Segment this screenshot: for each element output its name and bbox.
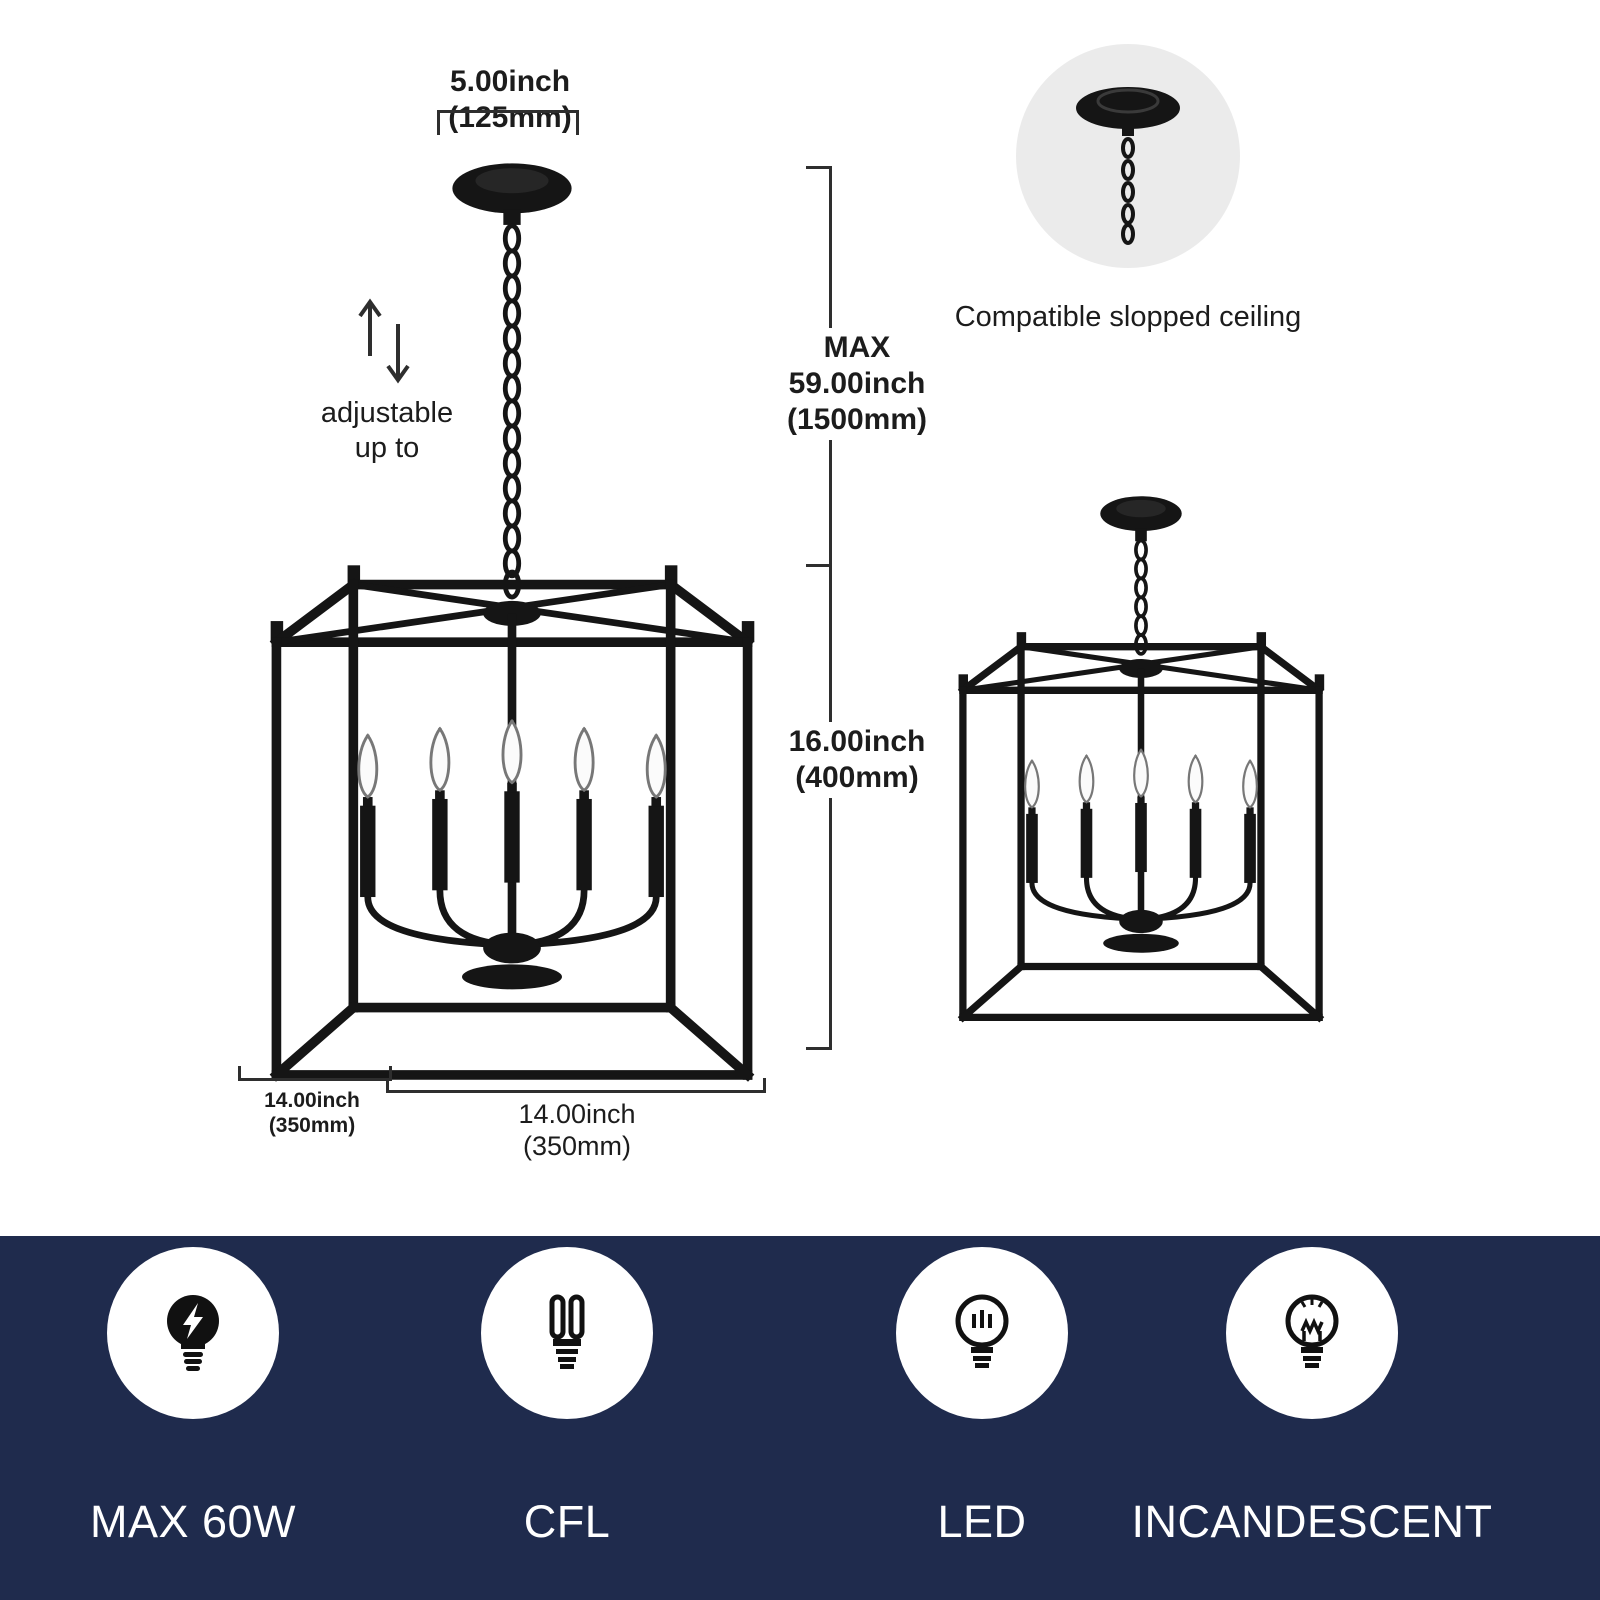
canopy bbox=[1100, 496, 1182, 542]
sloped-ceiling-caption: Compatible slopped ceiling bbox=[954, 301, 1302, 333]
large-pendant-illustration bbox=[262, 163, 762, 1104]
base-depth-bracket bbox=[238, 1066, 392, 1081]
feature-label-max60w: MAX 60W bbox=[89, 1496, 297, 1547]
sloped-ceiling-callout-circle bbox=[1016, 44, 1240, 268]
adjustable-label-line2: up to bbox=[354, 431, 420, 464]
adjustable-arrows-icon bbox=[358, 298, 410, 384]
max-height-mm: (1500mm) bbox=[786, 403, 928, 436]
cfl-bulb-icon bbox=[549, 1294, 585, 1369]
feature-circle-cfl bbox=[481, 1247, 653, 1419]
canopy-width-label: 5.00inch (125mm) bbox=[448, 65, 572, 134]
cage-frame bbox=[959, 632, 1325, 1017]
base-width-label: 14.00inch (350mm) bbox=[518, 1099, 636, 1162]
incandescent-bulb-icon bbox=[1285, 1294, 1339, 1368]
feature-label-incandescent: INCANDESCENT bbox=[1131, 1496, 1493, 1547]
dimension-tick-top bbox=[806, 166, 832, 169]
cage-height-label: 16.00inch (400mm) bbox=[772, 722, 942, 798]
chain bbox=[1134, 538, 1148, 656]
bulb-lightning-icon bbox=[167, 1295, 219, 1371]
sloped-ceiling-canopy-illustration bbox=[1076, 87, 1180, 245]
max-title: MAX bbox=[823, 331, 891, 364]
small-pendant-illustration bbox=[952, 496, 1330, 1043]
cage-height-value: 16.00inch bbox=[788, 725, 926, 758]
feature-circle-max60w bbox=[107, 1247, 279, 1419]
led-bulb-icon bbox=[955, 1294, 1009, 1368]
feature-circle-led bbox=[896, 1247, 1068, 1419]
canopy-width-bracket bbox=[437, 110, 579, 135]
max-height-value: 59.00inch bbox=[788, 367, 926, 400]
base-width-bracket bbox=[386, 1078, 766, 1093]
dimension-tick-middle bbox=[806, 564, 832, 567]
cage-height-mm: (400mm) bbox=[795, 761, 919, 794]
feature-label-led: LED bbox=[937, 1496, 1027, 1547]
max-height-label: MAX 59.00inch (1500mm) bbox=[772, 328, 942, 440]
cage-frame bbox=[271, 565, 755, 1075]
feature-circle-incandescent bbox=[1226, 1247, 1398, 1419]
adjustable-label: adjustable up to bbox=[298, 396, 476, 466]
dimension-line-vertical bbox=[829, 166, 832, 1050]
canopy bbox=[452, 163, 572, 225]
features-band: MAX 60W CFL LED INCANDESCENT bbox=[0, 1236, 1600, 1600]
dimension-tick-bottom bbox=[806, 1047, 832, 1050]
feature-label-cfl: CFL bbox=[523, 1496, 611, 1547]
base-depth-label: 14.00inch (350mm) bbox=[264, 1089, 360, 1138]
adjustable-label-line1: adjustable bbox=[320, 397, 454, 429]
chain bbox=[502, 223, 522, 600]
